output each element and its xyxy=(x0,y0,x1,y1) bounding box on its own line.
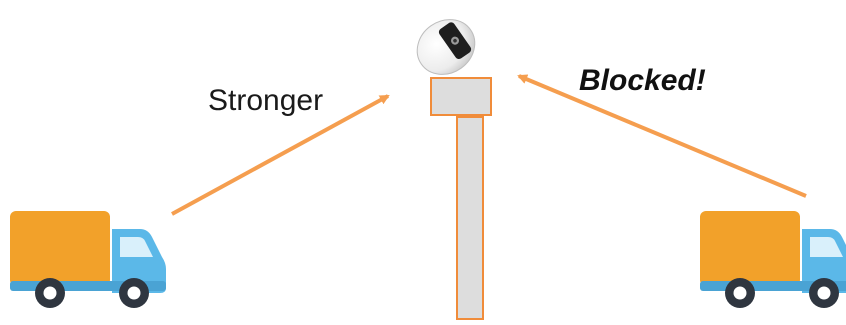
pole-mast xyxy=(456,116,484,320)
truck-cargo-box xyxy=(700,211,800,286)
gnss-antenna-icon xyxy=(416,19,476,75)
truck-cargo-box xyxy=(10,211,110,286)
truck-window xyxy=(810,237,843,257)
right-truck-icon xyxy=(700,211,846,308)
stronger-signal-arrow xyxy=(171,94,390,216)
pole-top-block xyxy=(430,77,492,116)
stronger-label: Stronger xyxy=(208,84,323,117)
left-truck-icon xyxy=(10,211,166,308)
truck-window xyxy=(120,237,153,257)
blocked-signal-arrow xyxy=(517,74,807,198)
antenna-pole xyxy=(430,77,492,320)
blocked-label: Blocked! xyxy=(579,64,706,97)
